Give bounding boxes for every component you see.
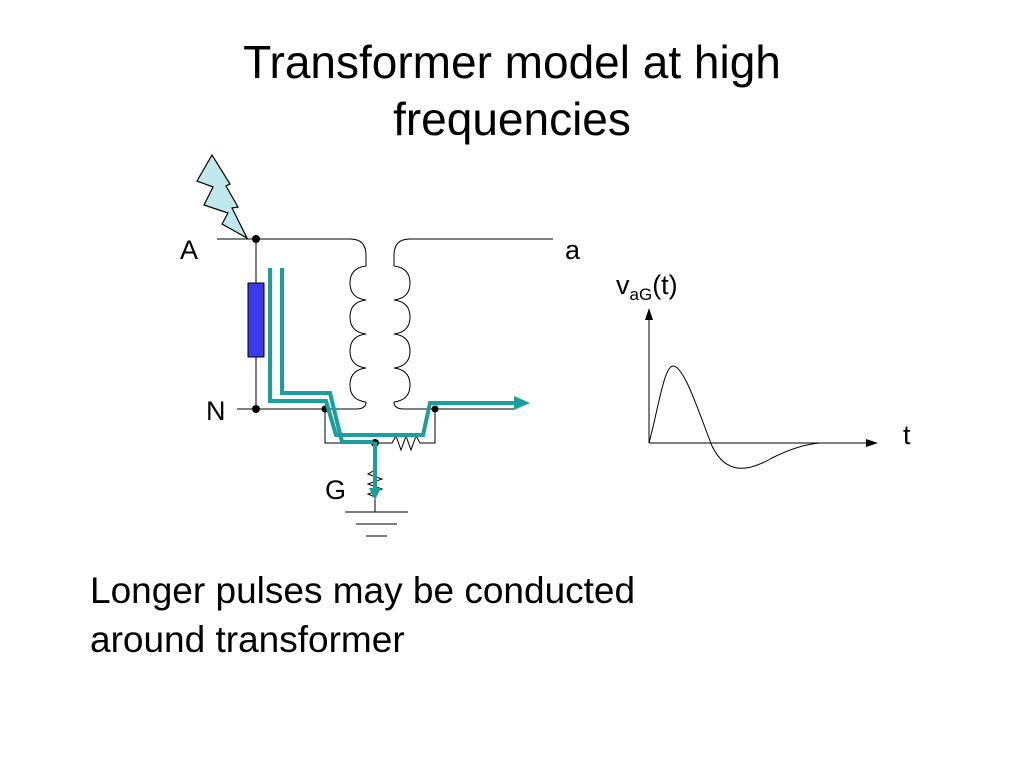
waveform-x-arrow [866,439,878,447]
terminal-a-label: a [565,235,581,265]
caption-line-2: around transformer [90,619,405,660]
secondary-bottom-bend [393,401,405,410]
primary-bottom-bend [355,401,367,410]
secondary-winding [393,265,411,403]
waveform-label: vaG(t) [616,270,678,310]
waveform-label-sub: aG [629,285,653,304]
ground-G-label: G [325,475,347,505]
terminal-A-label: A [180,235,199,265]
ground-arrow-head [369,488,381,500]
slide-title: Transformer model at high frequencies [0,34,1024,148]
primary-top-bend [349,238,367,266]
waveform-label-main: v [616,270,630,300]
lightning-bolt-icon [196,153,249,240]
ground-resistor [366,443,384,512]
node-A [252,235,260,243]
neutral-resistor [375,409,436,452]
title-line-2: frequencies [393,93,631,145]
waveform-label-suffix: (t) [652,270,678,300]
waveform-curve [648,365,821,469]
current-arrow-head [514,396,530,410]
secondary-top-bend [393,238,411,266]
title-line-1: Transformer model at high [243,36,781,88]
current-path [268,268,516,490]
node-N [252,405,260,413]
terminal-N-label: N [206,396,226,426]
caption-line-1: Longer pulses may be conducted [90,570,636,611]
slide-caption: Longer pulses may be conducted around tr… [90,566,810,664]
waveform-y-arrow [645,308,653,320]
time-axis-label: t [903,420,911,450]
primary-winding [349,265,367,403]
surge-arrester [247,282,265,358]
